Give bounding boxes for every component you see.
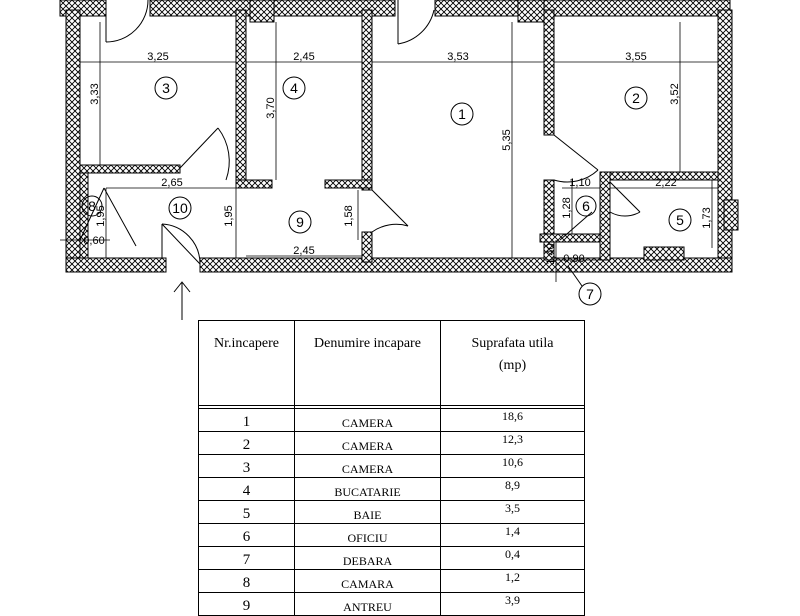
cell-room-number: 2: [198, 431, 295, 455]
cell-room-name: CAMERA: [294, 408, 441, 432]
header-room-number: Nr.incapere: [198, 320, 295, 406]
dim-room9-height: 1,58: [343, 205, 355, 226]
header-usable-area-line1: Suprafata utila: [471, 336, 554, 351]
room-number-7: 7: [586, 286, 594, 302]
room-circle-9: [288, 210, 312, 234]
dimension-lines: [60, 22, 718, 282]
cell-room-name: ANTREU: [294, 592, 441, 616]
outer-walls: [59, 0, 739, 273]
cell-usable-area: 8,9: [440, 477, 585, 501]
room-number-4: 4: [290, 80, 298, 96]
cell-usable-area: 12,3: [440, 431, 585, 455]
cell-room-number: 9: [198, 592, 295, 616]
cell-room-name: CAMERA: [294, 454, 441, 478]
cell-usable-area: 3,5: [440, 500, 585, 524]
entrance-arrow: [173, 281, 191, 320]
dim-room3-width: 3,25: [147, 51, 168, 63]
dim-room6-width: 1,10: [569, 177, 590, 189]
cell-room-name: BAIE: [294, 500, 441, 524]
dimension-texts: 3,25 2,45 3,53 3,55 3,33 3,70 5,35 3,52 …: [83, 51, 713, 265]
interior-walls: [79, 9, 719, 263]
cell-usable-area: 1,2: [440, 569, 585, 593]
dim-room2-height: 3,52: [669, 83, 681, 104]
cell-usable-area: 0,4: [440, 546, 585, 570]
dim-room10-width: 2,65: [161, 177, 182, 189]
floor-plan: 3,25 2,45 3,53 3,55 3,33 3,70 5,35 3,52 …: [59, 0, 739, 320]
room-number-8: 8: [88, 198, 96, 214]
dim-room4-height: 3,70: [265, 97, 277, 118]
header-usable-area: Suprafata utila (mp): [440, 320, 585, 406]
room-number-9: 9: [296, 214, 304, 230]
cell-room-number: 1: [198, 408, 295, 432]
cell-room-number: 6: [198, 523, 295, 547]
room-circle-2: [624, 86, 648, 110]
cell-room-name: DEBARA: [294, 546, 441, 570]
dim-room5-height: 1,73: [701, 207, 713, 228]
dim-room5-width: 2,22: [655, 177, 676, 189]
dim-room1-height: 5,35: [501, 129, 513, 150]
dim-room8-width: 0,60: [83, 235, 104, 247]
room-number-6: 6: [582, 198, 590, 214]
room-circle-4: [282, 76, 306, 100]
cell-room-number: 4: [198, 477, 295, 501]
room-circle-3: [154, 76, 178, 100]
room-number-2: 2: [632, 90, 640, 106]
room-number-1: 1: [458, 106, 466, 122]
dim-room7-height: 1,40: [545, 243, 557, 264]
cell-usable-area: 18,6: [440, 408, 585, 432]
cell-usable-area: 3,9: [440, 592, 585, 616]
cell-usable-area: 1,4: [440, 523, 585, 547]
room-area-table: Nr.incapere Denumire incapare Suprafata …: [198, 320, 585, 616]
dim-room8-height: 1,95: [95, 205, 107, 226]
cell-room-number: 5: [198, 500, 295, 524]
dim-room6-height: 1,28: [561, 197, 573, 218]
dim-room2-width: 3,55: [625, 51, 646, 63]
room-number-5: 5: [676, 212, 684, 228]
room-circle-6: [575, 195, 597, 217]
cell-usable-area: 10,6: [440, 454, 585, 478]
cell-room-name: CAMERA: [294, 431, 441, 455]
dim-room4-width: 2,45: [293, 51, 314, 63]
dim-room7-width: 0,90: [563, 253, 584, 265]
table-header-row: Nr.incapere Denumire incapare Suprafata …: [198, 320, 585, 406]
cell-room-name: BUCATARIE: [294, 477, 441, 501]
dim-room9-width: 2,45: [293, 245, 314, 257]
cell-room-number: 7: [198, 546, 295, 570]
header-usable-area-line2: (mp): [498, 358, 527, 373]
room-circle-5: [668, 208, 692, 232]
doors: [79, 0, 641, 265]
room-label-texts: 1 2 3 4 5 6 7 8 9 10: [88, 80, 684, 302]
room-number-3: 3: [162, 80, 170, 96]
cell-room-number: 3: [198, 454, 295, 478]
room-number-10: 10: [172, 200, 188, 216]
room-circle-1: [450, 102, 474, 126]
room-labels: [81, 76, 692, 306]
room-circle-10: [168, 196, 192, 220]
cell-room-name: CAMARA: [294, 569, 441, 593]
room-circle-8: [81, 195, 103, 217]
dim-room1-width: 3,53: [447, 51, 468, 63]
header-room-name: Denumire incapare: [294, 320, 441, 406]
cell-room-number: 8: [198, 569, 295, 593]
room-circle-7: [578, 282, 602, 306]
dim-room10-height: 1,95: [223, 205, 235, 226]
dim-room3-height: 3,33: [89, 83, 101, 104]
cell-room-name: OFICIU: [294, 523, 441, 547]
